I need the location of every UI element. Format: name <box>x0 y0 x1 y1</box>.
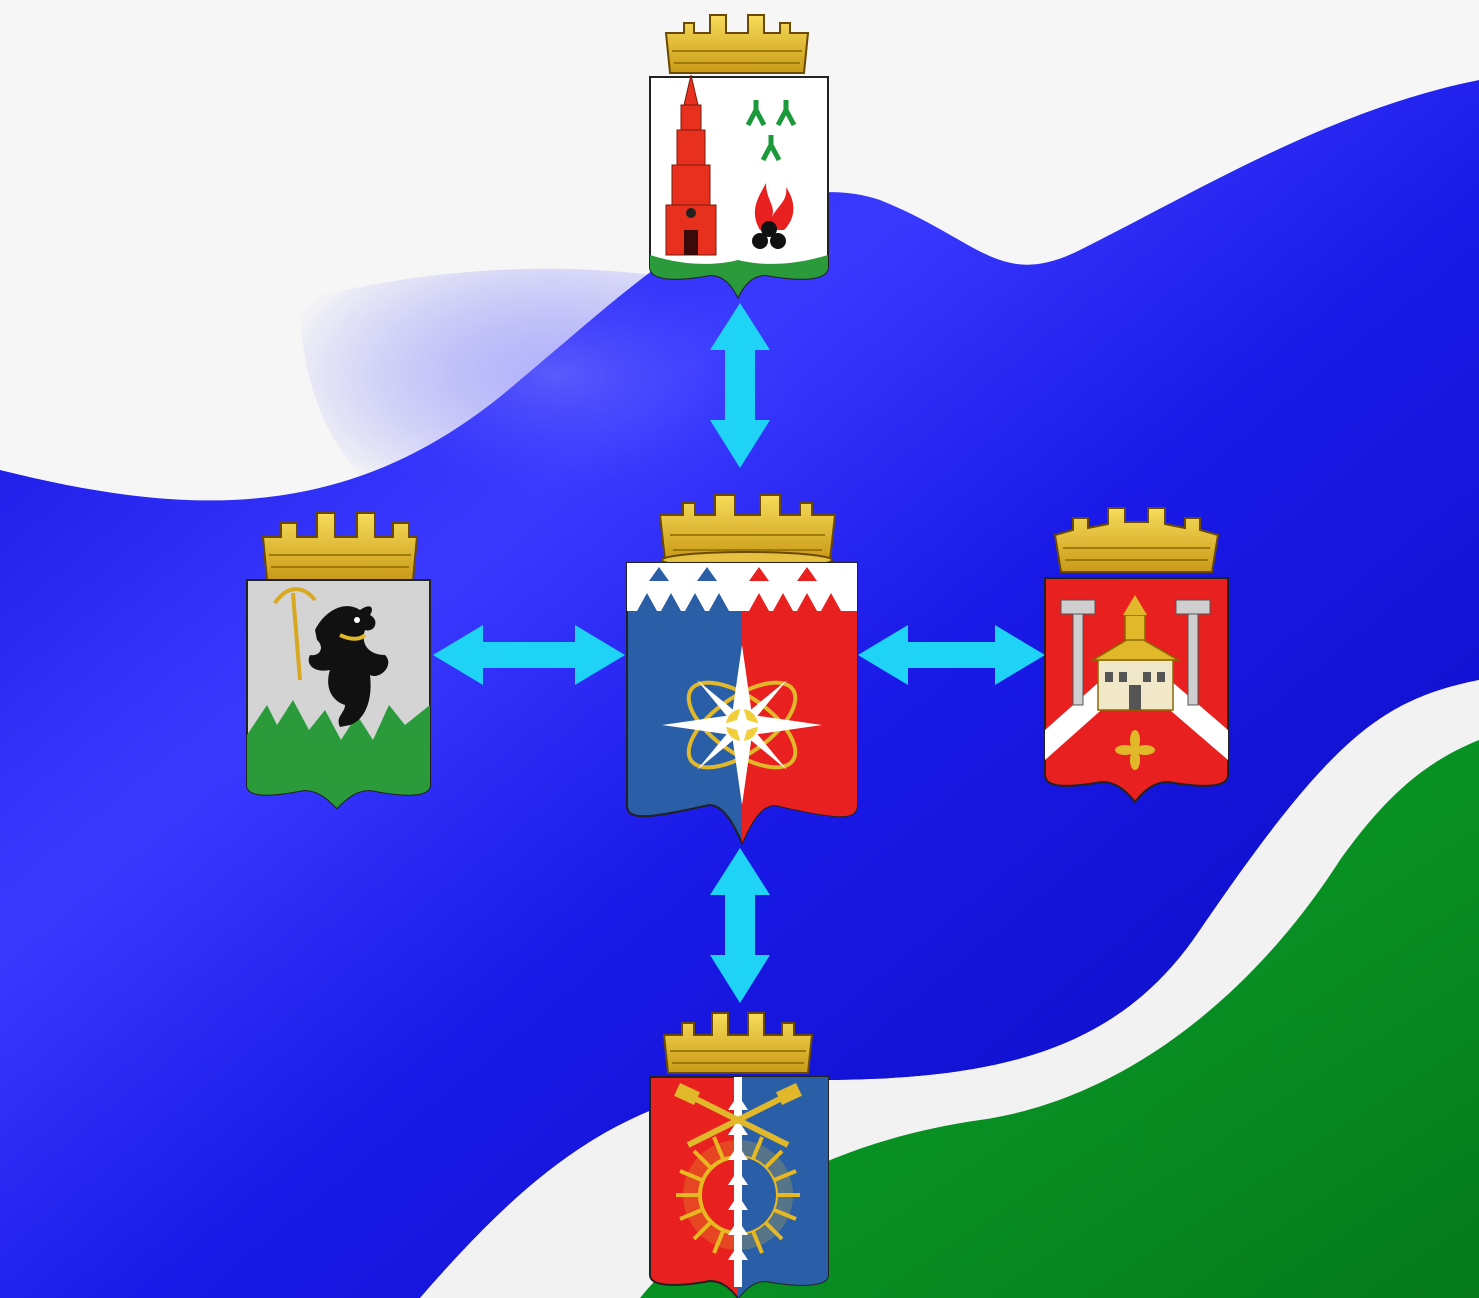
bear-icon <box>308 606 389 727</box>
flower-icon <box>1115 730 1155 770</box>
emblem-center <box>626 494 858 846</box>
arrow-right <box>858 625 1045 685</box>
arrow-top <box>710 303 770 468</box>
emblem-bottom <box>649 1012 829 1298</box>
arrow-bottom <box>710 848 770 1003</box>
crown-icon <box>1053 507 1220 573</box>
fire-icon <box>754 183 794 230</box>
pickaxe-icon <box>273 587 317 681</box>
hammer-icon <box>1060 599 1211 706</box>
crown-icon <box>261 512 419 581</box>
compass-star-icon <box>662 645 822 805</box>
building-icon <box>1090 595 1181 711</box>
crossed-hammers-icon <box>686 1092 790 1148</box>
crown-icon <box>664 14 810 74</box>
emblem-left <box>246 512 431 810</box>
cannonballs-icon <box>752 221 786 249</box>
flag-green-band <box>640 740 1479 1298</box>
spine-icon <box>728 1077 748 1287</box>
emblem-right <box>1044 507 1229 804</box>
emblem-top <box>649 14 829 300</box>
arrows <box>433 303 1045 1003</box>
crown-icon <box>662 1012 814 1074</box>
arrow-left <box>433 625 625 685</box>
rune-symbols-icon <box>745 100 797 162</box>
